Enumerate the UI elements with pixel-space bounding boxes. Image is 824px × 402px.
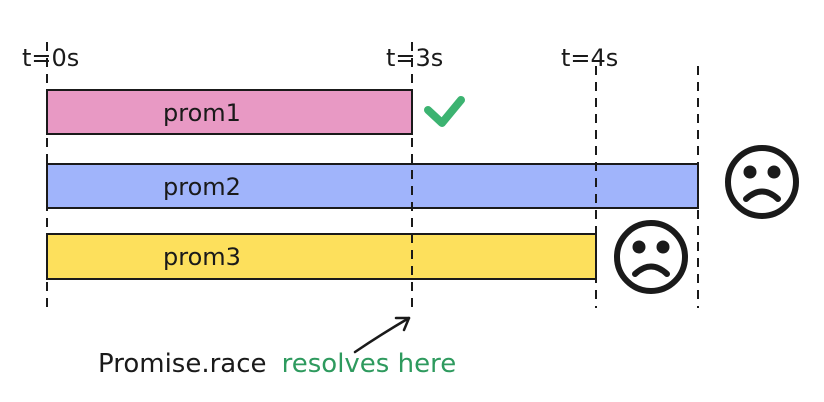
time-label-4s: t=4s: [561, 44, 618, 72]
prom2-bar: [46, 163, 699, 209]
prom1-label: prom1: [163, 99, 241, 127]
caption: Promise.race resolves here: [98, 349, 456, 379]
time-label-0s: t=0s: [22, 44, 79, 72]
sad-face-icon: [725, 145, 799, 219]
promise-row-prom3: prom3: [46, 233, 597, 280]
prom3-bar: [46, 233, 597, 280]
caption-highlight: resolves here: [282, 349, 457, 379]
prom3-label: prom3: [163, 243, 241, 271]
sad-face-icon: [614, 220, 688, 294]
time-label-3s: t=3s: [386, 44, 443, 72]
prom2-label: prom2: [163, 173, 241, 201]
promise-row-prom1: prom1: [46, 89, 413, 135]
resolve-arrow: [353, 316, 411, 354]
time-lines: [46, 42, 699, 308]
check-icon: [424, 96, 465, 127]
promise-row-prom2: prom2: [46, 163, 699, 209]
caption-prefix: Promise.race: [98, 349, 267, 379]
